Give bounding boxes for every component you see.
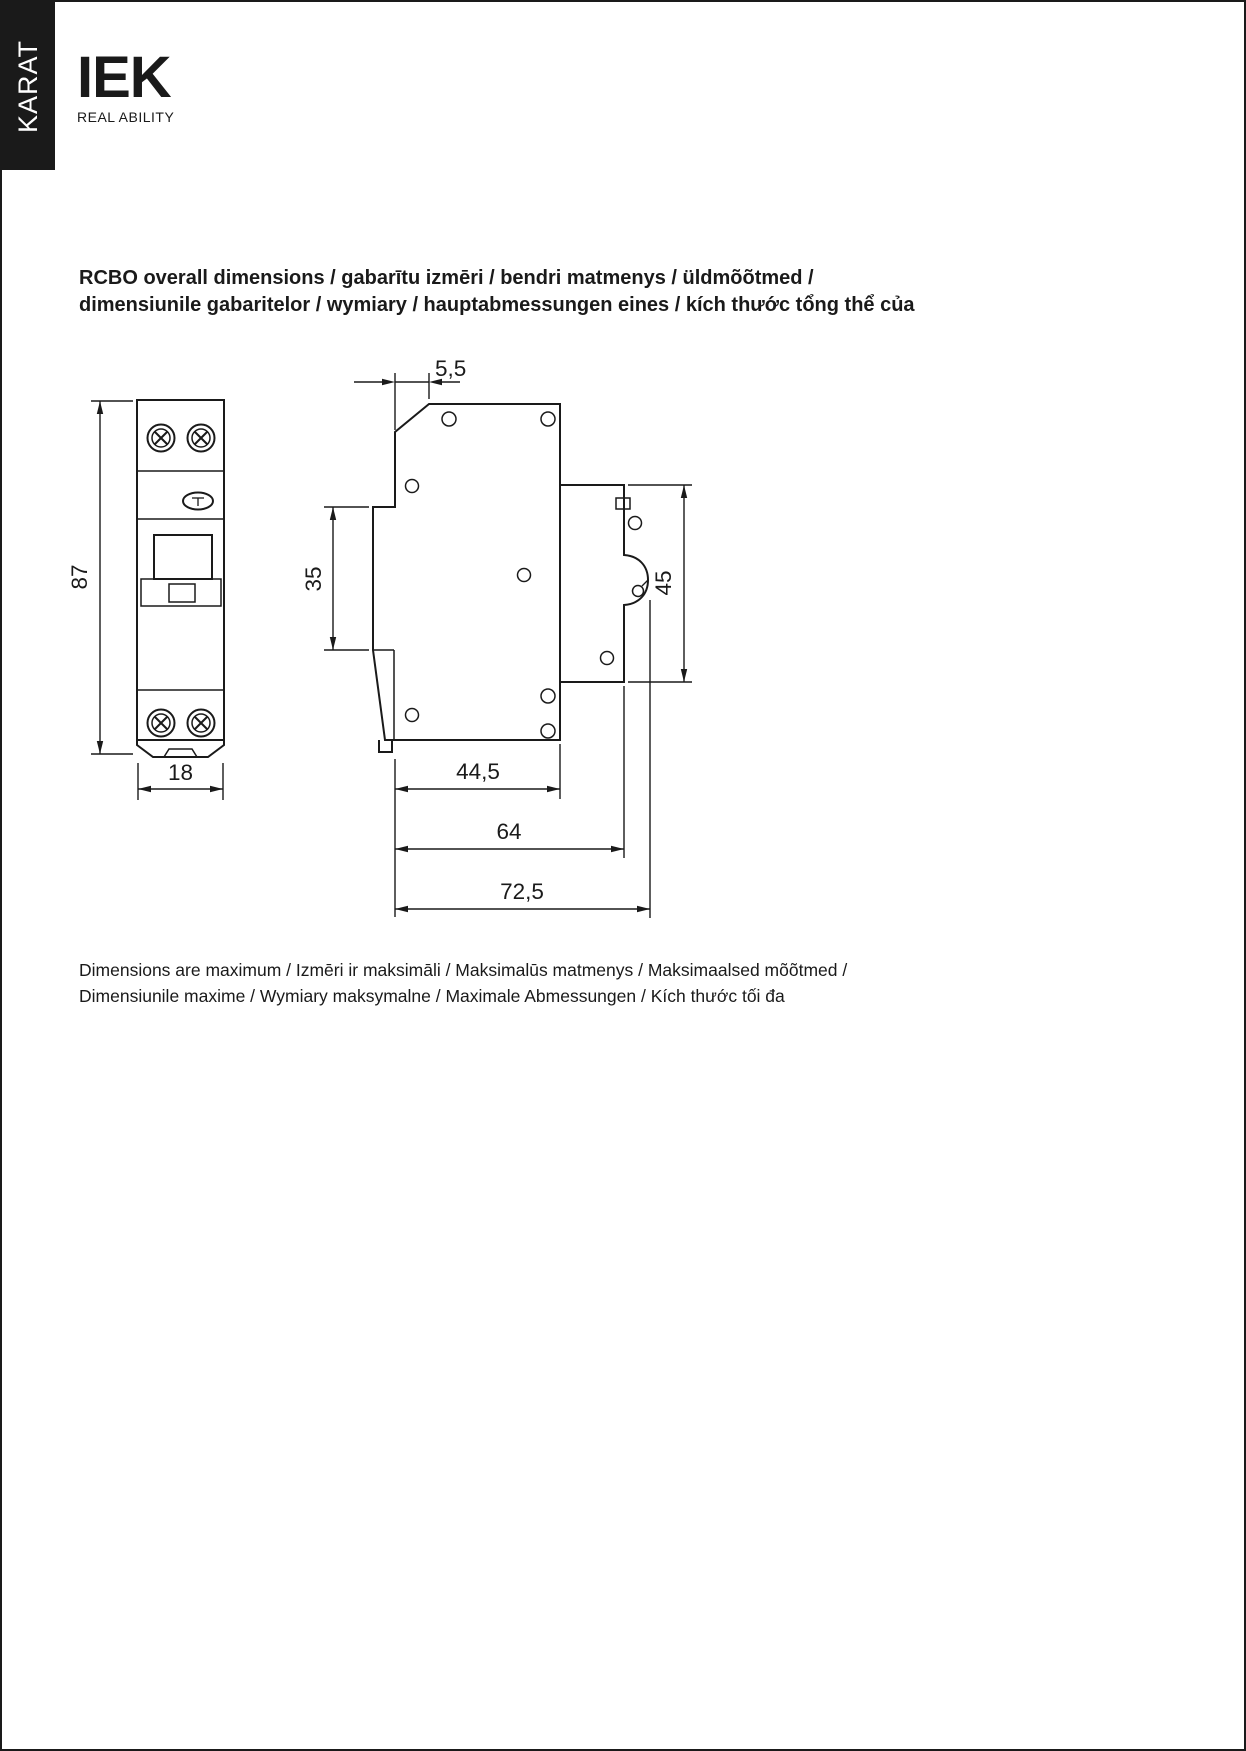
din-latch-screw bbox=[631, 584, 645, 598]
dim-5-5-label: 5,5 bbox=[435, 356, 466, 381]
rivet-hole bbox=[627, 515, 643, 531]
dimension-18: 18 bbox=[137, 760, 224, 800]
mounting-foot bbox=[378, 740, 393, 753]
dim-35-label: 35 bbox=[301, 566, 326, 591]
rivet-hole bbox=[404, 707, 420, 723]
page-title: RCBO overall dimensions / gabarītu izmēr… bbox=[79, 265, 1159, 319]
dimension-87: 87 bbox=[67, 400, 133, 755]
toggle-tab bbox=[168, 583, 196, 603]
screw-terminal-top-right bbox=[186, 423, 216, 453]
dimension-72-5: 72,5 bbox=[395, 600, 651, 918]
rivet-hole bbox=[540, 723, 556, 739]
page-title-line2: dimensiunile gabaritelor / wymiary / hau… bbox=[79, 294, 915, 316]
footer-line1: Dimensions are maximum / Izmēri ir maksi… bbox=[79, 960, 848, 980]
karat-sidebar: KARAT bbox=[2, 2, 55, 170]
page-title-line1: RCBO overall dimensions / gabarītu izmēr… bbox=[79, 267, 814, 289]
screw-terminal-top-left bbox=[146, 423, 176, 453]
screw-terminal-bottom-left bbox=[146, 708, 176, 738]
dim-18-label: 18 bbox=[168, 760, 193, 785]
karat-brand-text: KARAT bbox=[13, 39, 44, 133]
dimension-drawing: 87 18 5,5 35 bbox=[67, 356, 692, 918]
toggle-recess bbox=[140, 578, 222, 607]
iek-logo-text: IEK bbox=[77, 45, 172, 110]
dimension-45: 45 bbox=[628, 484, 692, 683]
rivet-hole bbox=[540, 411, 556, 427]
dim-45-label: 45 bbox=[651, 570, 676, 595]
dim-87-label: 87 bbox=[67, 564, 92, 589]
iek-logo-tagline: REAL ABILITY bbox=[77, 109, 175, 126]
din-latch-slot bbox=[641, 579, 649, 587]
dim-72-5-label: 72,5 bbox=[500, 879, 544, 904]
test-button bbox=[182, 491, 214, 511]
screw-terminal-bottom-right bbox=[186, 708, 216, 738]
dimension-44-5: 44,5 bbox=[394, 744, 561, 917]
dimension-5-5: 5,5 bbox=[354, 356, 466, 430]
front-view bbox=[136, 399, 225, 758]
breaker-side-body bbox=[372, 403, 561, 741]
dimension-35: 35 bbox=[301, 506, 369, 651]
din-tab bbox=[615, 497, 631, 510]
rivet-hole bbox=[516, 567, 532, 583]
bottom-cap bbox=[136, 740, 225, 758]
iek-logo: IEK REAL ABILITY bbox=[77, 45, 175, 126]
dim-44-5-label: 44,5 bbox=[456, 759, 500, 784]
footer-note: Dimensions are maximum / Izmēri ir maksi… bbox=[79, 957, 1159, 1009]
dim-64-label: 64 bbox=[496, 819, 521, 844]
breaker-front-body bbox=[136, 399, 225, 741]
side-view bbox=[372, 403, 650, 753]
rivet-hole bbox=[441, 411, 457, 427]
rivet-hole bbox=[404, 478, 420, 494]
footer-line2: Dimensiunile maxime / Wymiary maksymalne… bbox=[79, 986, 785, 1006]
rivet-hole bbox=[599, 650, 615, 666]
dimension-64: 64 bbox=[395, 686, 625, 858]
bottom-cap-notch bbox=[163, 748, 198, 758]
toggle-lever bbox=[153, 534, 213, 580]
rivet-hole bbox=[540, 688, 556, 704]
